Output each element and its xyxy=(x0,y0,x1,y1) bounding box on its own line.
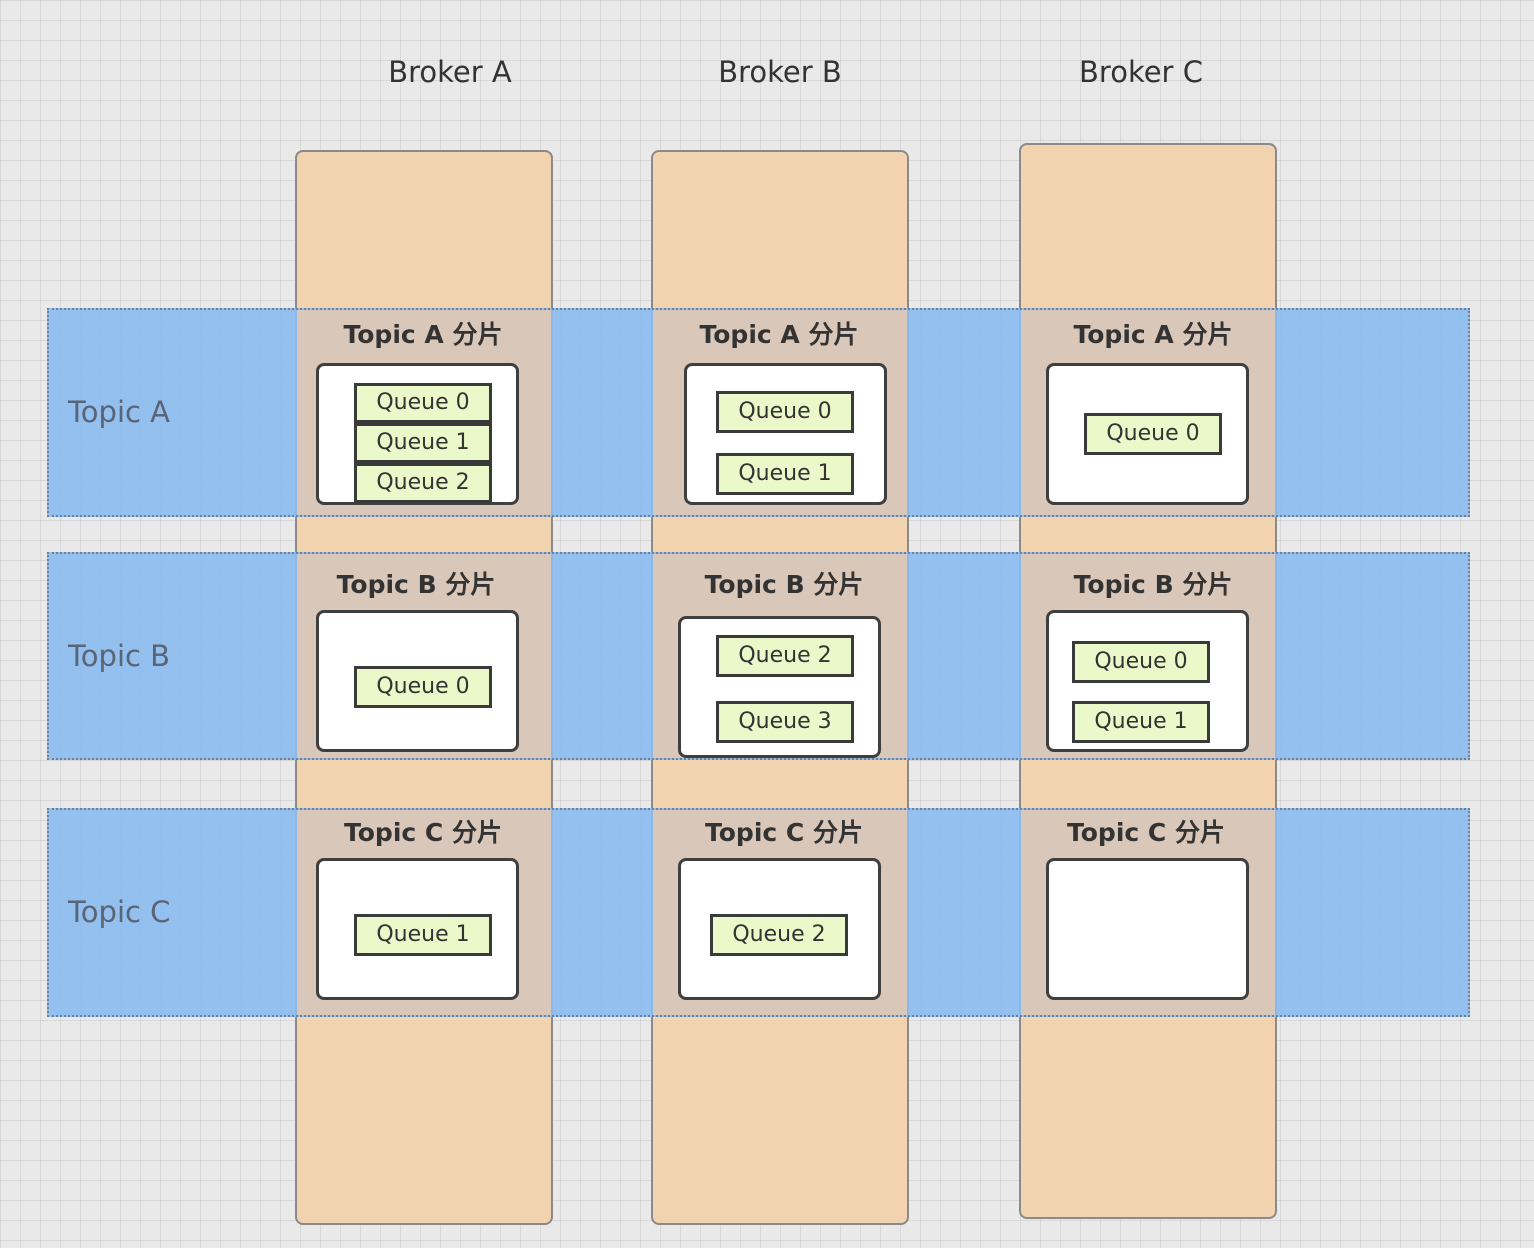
queue-broker-a-topic-a-2: Queue 2 xyxy=(354,463,492,503)
topic-b-label: Topic B xyxy=(68,639,171,673)
queue-broker-c-topic-b-1: Queue 1 xyxy=(1072,701,1210,743)
queue-broker-a-topic-b-0: Queue 0 xyxy=(354,666,492,708)
queue-broker-a-topic-a-0: Queue 0 xyxy=(354,383,492,423)
queue-broker-a-topic-a-1: Queue 1 xyxy=(354,423,492,463)
broker-c-label: Broker C xyxy=(1079,55,1203,89)
shard-title-broker-a-topic-b: Topic B 分片 xyxy=(336,570,496,599)
shard-title-broker-b-topic-b: Topic B 分片 xyxy=(704,570,864,599)
queue-broker-b-topic-b-0: Queue 2 xyxy=(716,635,854,677)
topic-c-label: Topic C xyxy=(68,895,171,929)
queue-broker-b-topic-c-0: Queue 2 xyxy=(710,914,848,956)
shard-title-broker-c-topic-b: Topic B 分片 xyxy=(1073,570,1233,599)
queue-broker-b-topic-a-1: Queue 1 xyxy=(716,453,854,495)
queue-broker-c-topic-a-0: Queue 0 xyxy=(1084,413,1222,455)
broker-b-label: Broker B xyxy=(718,55,842,89)
queue-broker-c-topic-b-0: Queue 0 xyxy=(1072,641,1210,683)
queue-broker-a-topic-c-0: Queue 1 xyxy=(354,914,492,956)
shard-title-broker-c-topic-a: Topic A 分片 xyxy=(1073,320,1233,349)
queue-broker-b-topic-a-0: Queue 0 xyxy=(716,391,854,433)
shard-title-broker-c-topic-c: Topic C 分片 xyxy=(1067,818,1225,847)
shard-box-broker-c-topic-c xyxy=(1046,858,1249,1000)
queue-broker-b-topic-b-1: Queue 3 xyxy=(716,701,854,743)
shard-title-broker-b-topic-c: Topic C 分片 xyxy=(705,818,863,847)
topic-a-label: Topic A xyxy=(68,395,170,429)
broker-a-label: Broker A xyxy=(388,55,512,89)
shard-title-broker-b-topic-a: Topic A 分片 xyxy=(699,320,859,349)
shard-title-broker-a-topic-c: Topic C 分片 xyxy=(344,818,502,847)
shard-title-broker-a-topic-a: Topic A 分片 xyxy=(343,320,503,349)
